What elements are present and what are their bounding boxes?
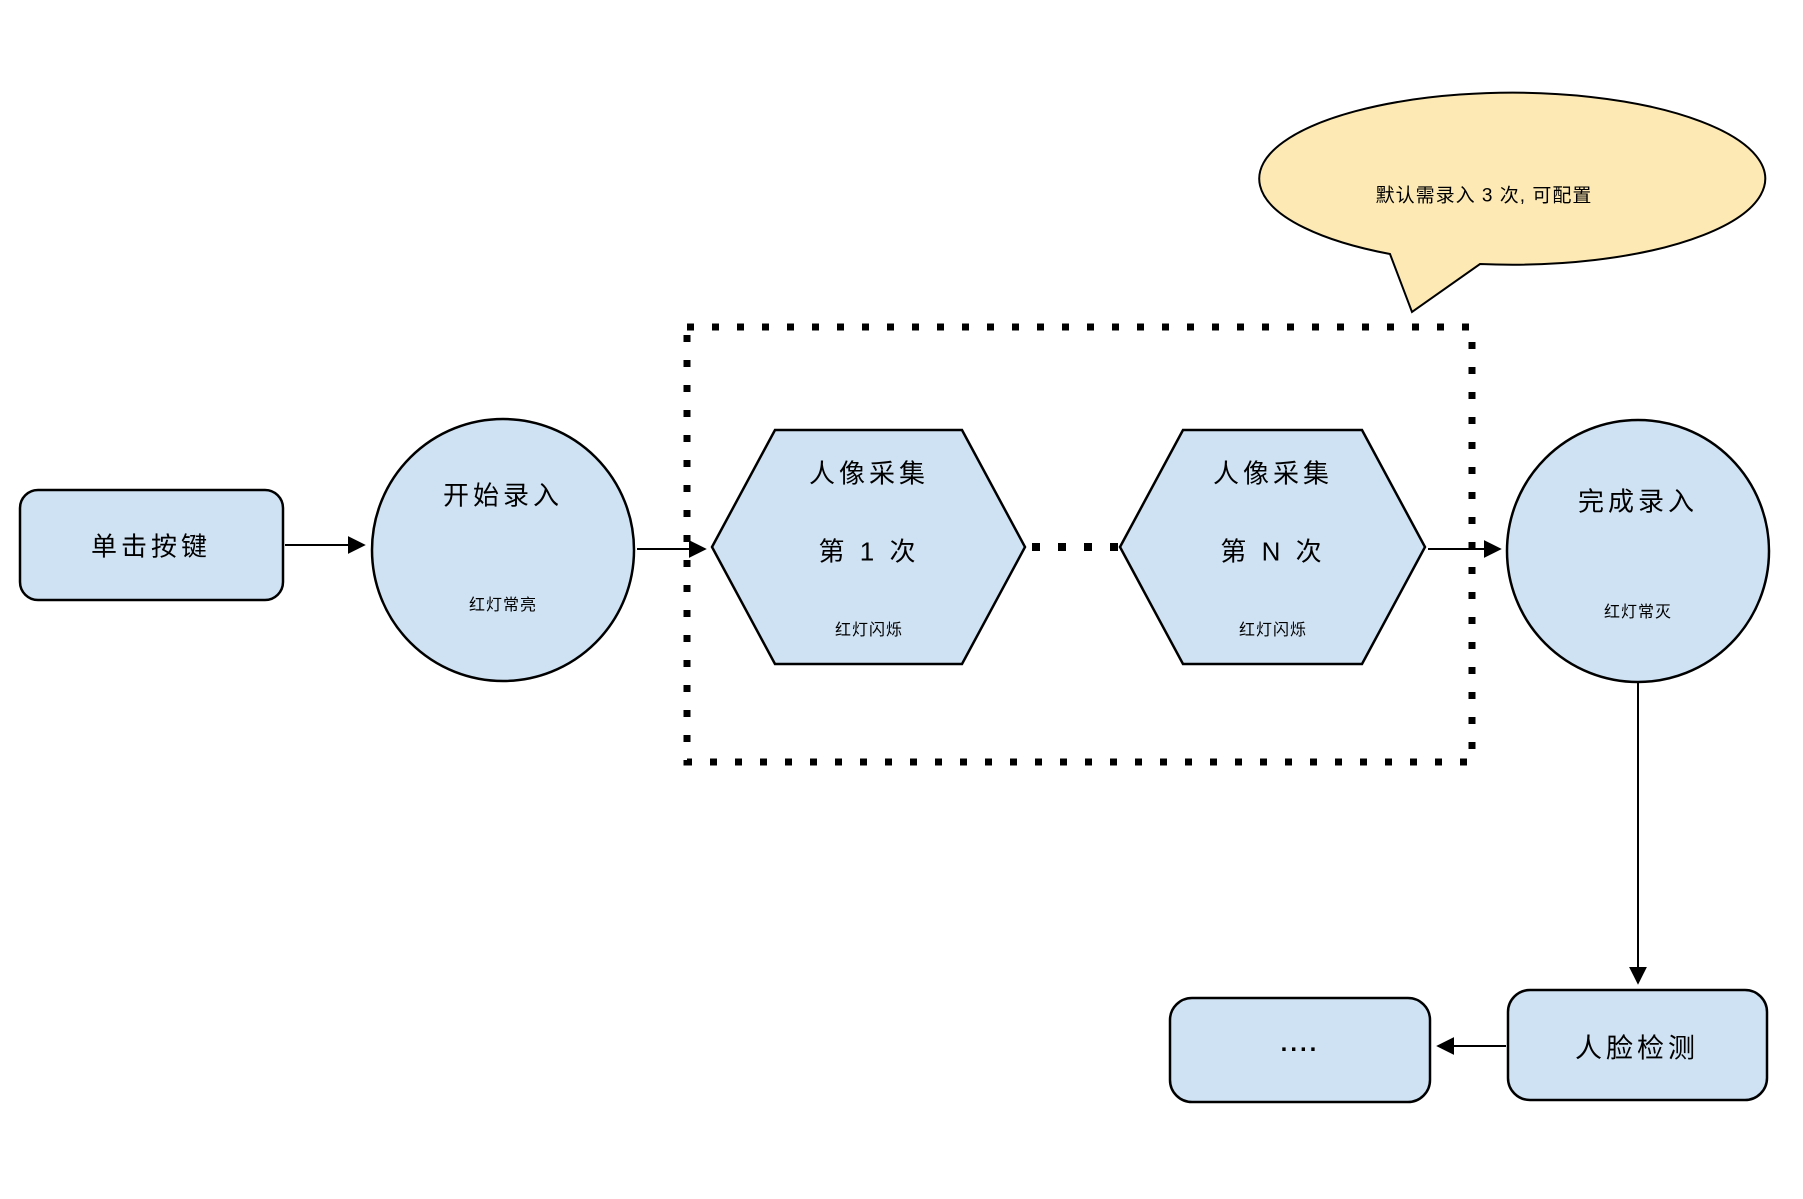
capture-1-count: 第 1 次 [818,536,920,567]
face-detection-label: 人脸检测 [1575,1033,1699,1064]
capture-1-title: 人像采集 [808,458,930,489]
capture-n-title: 人像采集 [1212,458,1334,489]
capture-1-hexagon [710,428,1027,666]
capture-1-subtitle: 红灯闪烁 [834,622,904,639]
finish-record-subtitle: 红灯常灭 [1603,604,1673,621]
start-button-node [18,488,285,602]
start-record-circle [370,417,636,683]
finish-record-circle [1505,418,1771,684]
finish-record-title: 完成录入 [1577,486,1699,517]
start-record-subtitle: 红灯常亮 [468,597,538,614]
loop-dashed-box [683,323,1476,766]
callout-bubble [1258,91,1767,314]
capture-n-hexagon [1118,428,1427,666]
callout-text: 默认需录入 3 次, 可配置 [1375,185,1593,207]
ellipsis-node [1168,996,1432,1104]
capture-n-count: 第 N 次 [1220,536,1326,567]
ellipsis-label: .... [1280,1030,1320,1057]
start-record-title: 开始录入 [442,480,564,511]
start-button-label: 单击按键 [90,531,212,562]
face-detection-node [1506,988,1769,1102]
capture-n-subtitle: 红灯闪烁 [1238,622,1308,639]
